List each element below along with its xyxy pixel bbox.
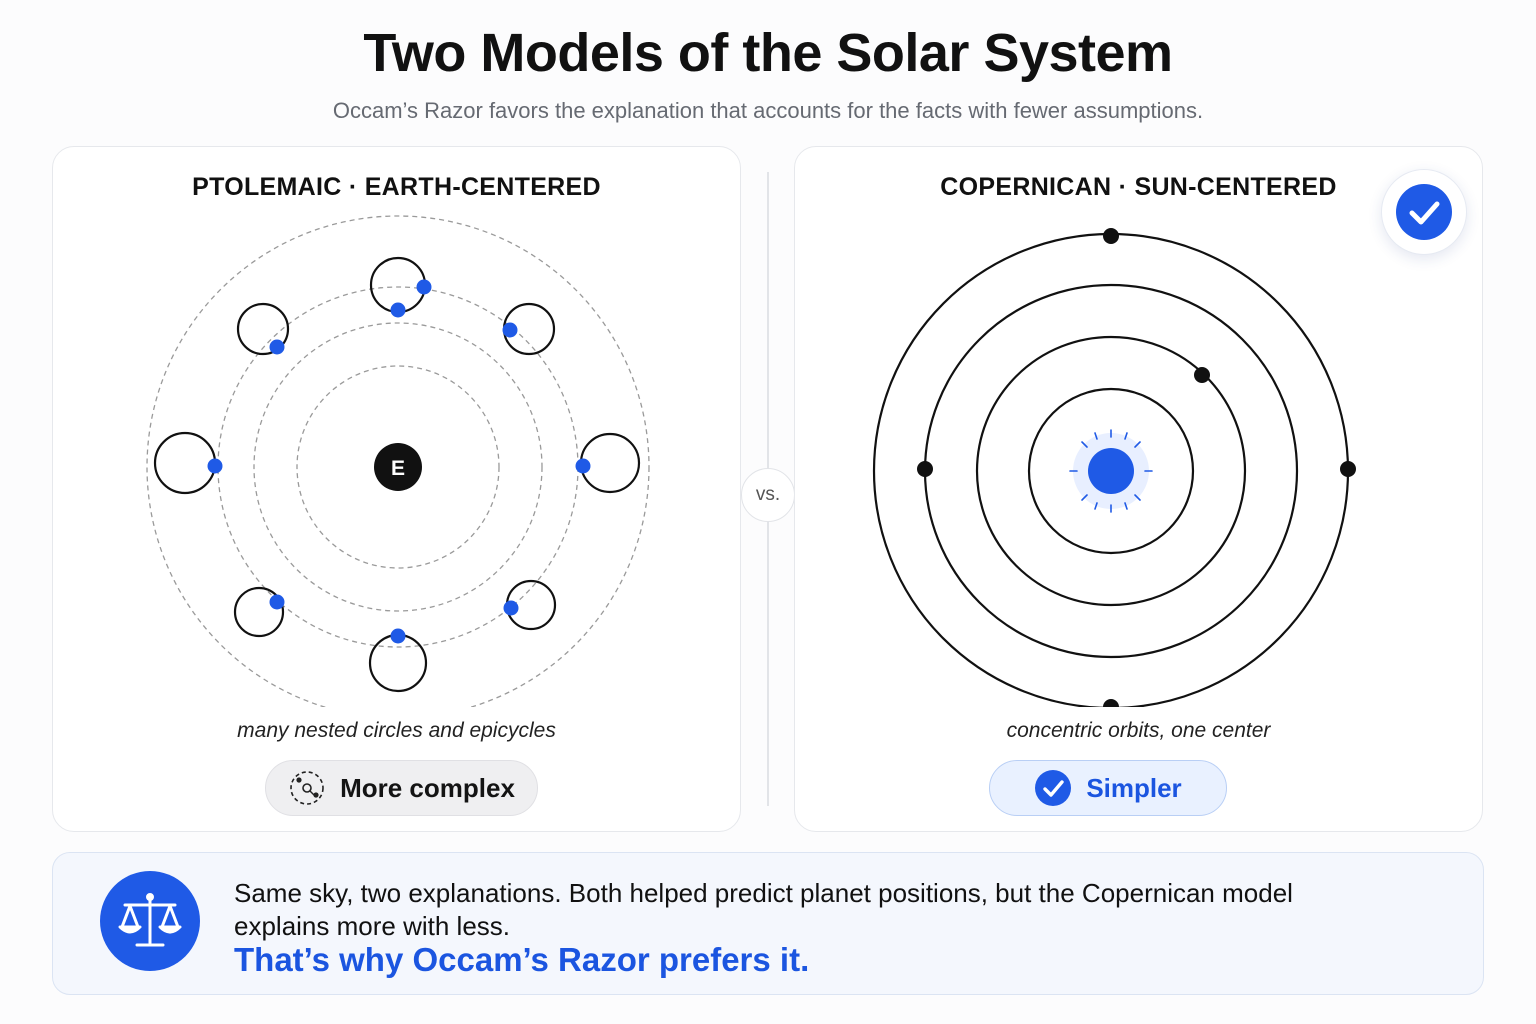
planet-dot [917,461,933,477]
copernican-title: COPERNICAN · SUN-CENTERED [940,173,1337,201]
orbit-ring-4 [146,215,650,707]
earth-center [374,443,422,491]
orbit-ring-1 [1027,387,1195,555]
ptolemaic-title: PTOLEMAIC · EARTH-CENTERED [192,173,601,201]
copernican-panel: COPERNICAN · SUN-CENTERED [794,146,1483,832]
orbit-ring-2 [975,335,1247,607]
check-icon [1035,770,1072,806]
planet-dot [269,594,285,610]
orbit-ring-1 [296,365,500,569]
ptolemaic-caption: many nested circles and epicycles [237,719,556,742]
conclusion-highlight: That’s why Occam’s Razor prefers it. [234,941,810,978]
selected-check-badge [1381,169,1467,255]
epicycle [236,302,290,356]
planet-dot [503,600,519,616]
page-title: Two Models of the Solar System [363,23,1173,83]
more-complex-label: More complex [340,772,515,803]
planet-dot [269,339,285,355]
planet-dot [1194,367,1210,383]
page-subtitle: Occam’s Razor favors the explanation tha… [332,98,1204,123]
planet-dot [390,302,406,318]
ptolemaic-planets [207,279,591,644]
complex-orbit-icon [290,771,324,805]
copernican-diagram [872,228,1356,707]
earth-label: E [391,457,405,480]
planet-dot [1103,228,1119,244]
sun [1069,429,1153,513]
copernican-caption: concentric orbits, one center [1006,719,1271,742]
simpler-badge: Simpler [989,760,1227,816]
orbit-ring-2 [253,322,543,612]
sun-core [1088,448,1134,494]
planet-dot [207,458,223,474]
simpler-label: Simpler [1086,772,1182,803]
planet-dot [1103,699,1119,707]
more-complex-badge: More complex [265,760,538,816]
planet-dot [390,628,406,644]
balance-scale-icon [100,871,200,971]
planet-dot [575,458,591,474]
ptolemaic-panel: PTOLEMAIC · EARTH-CENTERED [52,146,741,832]
vs-marker: vs. [741,468,795,522]
planet-dot [1340,461,1356,477]
epicycle [153,431,217,495]
check-circle-icon [1396,184,1452,240]
sun-rays [1069,429,1153,513]
conclusion-banner: Same sky, two explanations. Both helped … [52,852,1484,995]
planet-dot [502,322,518,338]
epicycle [233,586,285,638]
planet-dot [416,279,432,295]
copernican-planets [917,228,1356,707]
ptolemaic-diagram: E [146,215,650,707]
conclusion-text: Same sky, two explanations. Both helped … [234,878,1293,941]
